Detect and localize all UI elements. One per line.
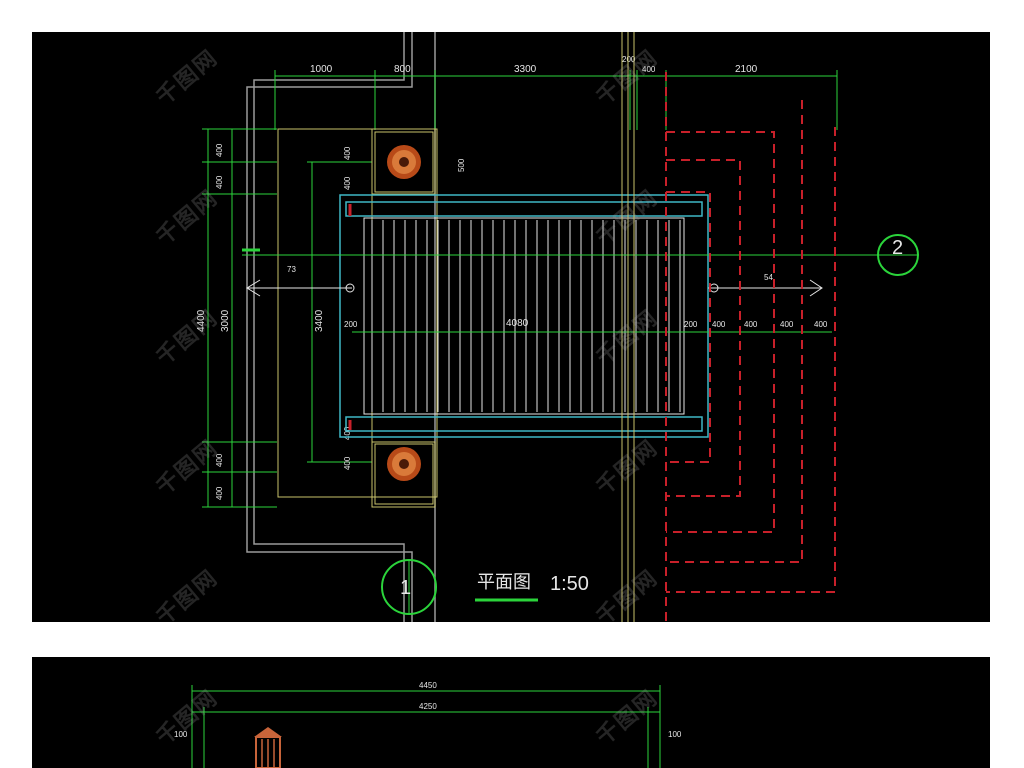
stair-outline <box>339 194 709 438</box>
dim-400b: 400 <box>744 320 758 329</box>
left-dimension-lines <box>202 128 372 508</box>
elevation-view-panel[interactable]: 4450 4250 100 100 <box>32 657 990 768</box>
direction-arrows <box>246 279 823 297</box>
drawing-title: 平面图 <box>477 572 531 593</box>
dim-500: 500 <box>457 158 466 172</box>
axis-marker-2: 2 <box>877 234 919 276</box>
dim-left-2: 4400 <box>196 309 207 332</box>
dim-left-3: 3000 <box>220 309 231 332</box>
axis-lines <box>242 248 877 333</box>
dim-400c: 400 <box>780 320 794 329</box>
elevation-dim-lines <box>191 685 661 768</box>
lamp-post-icon <box>254 727 282 768</box>
dim-top-1: 800 <box>394 64 411 75</box>
axis-2-label: 2 <box>892 237 903 259</box>
dim-400a: 400 <box>712 320 726 329</box>
dim-top-0: 1000 <box>310 64 333 75</box>
elevation-drawing: 4450 4250 100 100 <box>174 681 682 768</box>
top-dimension-line <box>274 70 838 130</box>
plan-view-panel[interactable]: 1000 800 3300 200 400 2100 400 400 4400 … <box>32 32 990 622</box>
dim-left-5: 400 <box>215 486 224 500</box>
dim-200a: 200 <box>344 320 358 329</box>
dim-400d: 400 <box>814 320 828 329</box>
column-top <box>374 131 434 193</box>
yellow-walls <box>621 32 635 622</box>
dim-left-4: 400 <box>215 453 224 467</box>
dim-left-1: 400 <box>215 175 224 189</box>
elev-dim-right: 100 <box>668 730 682 739</box>
elev-dim-total: 4450 <box>419 681 437 690</box>
stair-treads <box>371 220 681 412</box>
dim-top-2: 3300 <box>514 64 537 75</box>
axis-1-label: 1 <box>400 577 411 599</box>
elev-dim-inner: 4250 <box>419 702 437 711</box>
red-dashed-steps <box>665 72 836 622</box>
dim-top-3: 200 <box>622 55 636 64</box>
drawing-scale: 1:50 <box>550 573 589 595</box>
column-bottom <box>374 443 434 505</box>
axis-marker-1: 1 <box>381 559 437 615</box>
dim-left-0: 400 <box>215 143 224 157</box>
elev-dim-left: 100 <box>174 730 188 739</box>
dim-top-5: 2100 <box>735 64 758 75</box>
dim-top-4: 400 <box>642 65 656 74</box>
dim-4080: 4080 <box>506 318 529 329</box>
dim-54: 54 <box>764 273 773 282</box>
dim-inner-1: 400 <box>343 176 352 190</box>
dim-inner-4: 400 <box>343 456 352 470</box>
dim-inner-0: 400 <box>343 146 352 160</box>
dim-73: 73 <box>287 265 296 274</box>
stair-inner-frame <box>363 217 685 415</box>
dim-inner-3: 400 <box>343 426 352 440</box>
dim-inner-2: 3400 <box>314 309 325 332</box>
dim-200b: 200 <box>684 320 698 329</box>
plan-drawing: 1000 800 3300 200 400 2100 400 400 4400 … <box>196 32 919 622</box>
